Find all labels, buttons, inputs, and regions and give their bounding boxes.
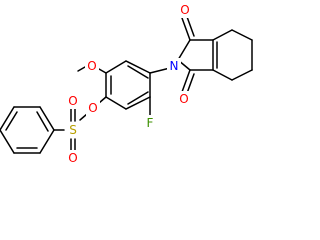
bond	[39, 129, 55, 154]
bond	[125, 60, 151, 74]
atom-o-ester: O	[86, 100, 100, 116]
atom-label: O	[88, 101, 97, 115]
bond	[0, 106, 15, 131]
bond	[127, 91, 149, 105]
bonds	[0, 13, 253, 154]
bond	[5, 111, 18, 131]
atom-n-imide: N	[167, 58, 181, 74]
atom-label: O	[68, 94, 77, 108]
atom-label: O	[68, 151, 77, 165]
atom-label: N	[170, 59, 179, 73]
bond	[0, 129, 15, 154]
atom-o-carbonyl-top: O	[178, 2, 192, 18]
bond	[125, 96, 151, 110]
atom-o-sulfonyl-bottom: O	[66, 150, 80, 166]
structure-diagram: O N O O O S O O	[0, 2, 253, 166]
bond	[39, 106, 55, 131]
bond	[98, 68, 107, 74]
bond	[181, 17, 191, 41]
bond	[149, 67, 171, 74]
bond	[127, 65, 149, 79]
atom-label: O	[87, 59, 96, 73]
atom-o-methoxy: O	[85, 58, 99, 74]
bond	[231, 29, 253, 41]
atom-s-sulfonyl: S	[66, 122, 80, 138]
atom-o-carbonyl-bottom: O	[177, 91, 191, 107]
bond	[79, 113, 88, 121]
bond	[105, 60, 127, 74]
atom-f: F	[144, 115, 156, 131]
bond	[181, 69, 191, 93]
atom-label: O	[179, 92, 188, 106]
atom-label: F	[147, 116, 154, 130]
atom-labels: O N O O O S O O	[66, 2, 192, 166]
atom-label: O	[180, 3, 189, 17]
bond	[231, 69, 253, 81]
atom-o-sulfonyl-top: O	[66, 93, 80, 109]
atom-label: S	[69, 123, 77, 137]
bond	[77, 66, 86, 72]
bond	[177, 39, 191, 61]
bond	[212, 69, 233, 81]
bond	[105, 96, 127, 110]
bond	[98, 96, 107, 104]
bond	[212, 29, 233, 41]
bond	[36, 111, 49, 132]
